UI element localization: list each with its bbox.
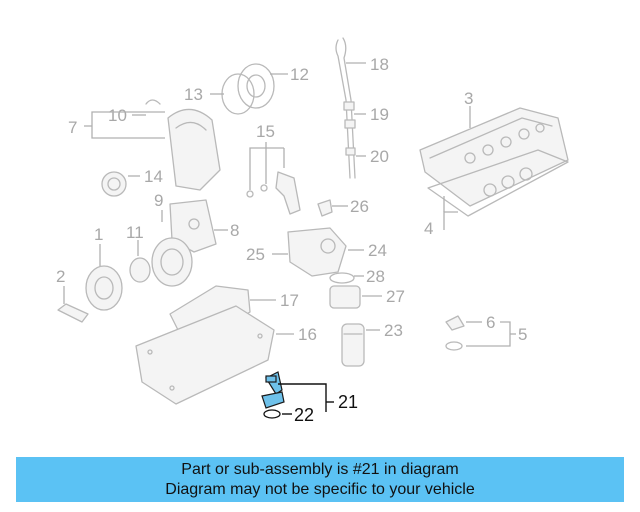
dipstick-assembly [335, 37, 356, 179]
sensor-plug [317, 199, 333, 217]
camshaft-sprocket [221, 63, 275, 115]
info-banner: Part or sub-assembly is #21 in diagram D… [16, 457, 624, 502]
callout-11: 11 [126, 223, 144, 242]
callout-25: 25 [246, 245, 265, 264]
callout-23: 23 [384, 321, 403, 340]
engine-parts-diagram: 18 19 20 3 4 12 13 10 7 [56, 37, 569, 425]
pulley-bolt [57, 303, 89, 323]
belt-tensioner [246, 171, 301, 215]
callout-10: 10 [108, 106, 127, 125]
callout-1: 1 [94, 225, 103, 244]
oil-cooler [329, 285, 361, 309]
callout-20: 20 [370, 147, 389, 166]
banner-line-2: Diagram may not be specific to your vehi… [165, 481, 475, 498]
drain-plug [445, 315, 465, 351]
o-ring-22 [263, 409, 281, 419]
callout-17: 17 [280, 291, 299, 310]
oil-filter-housing [287, 227, 347, 277]
oil-pan [135, 305, 275, 405]
timing-belt-cover [145, 99, 221, 191]
camshaft-seal [129, 237, 193, 287]
callout-16: 16 [298, 325, 317, 344]
callout-22: 22 [294, 405, 314, 425]
callout-9: 9 [154, 191, 163, 210]
callout-6: 6 [486, 313, 495, 332]
callout-21: 21 [338, 392, 358, 412]
callout-8: 8 [230, 221, 239, 240]
callout-4: 4 [424, 219, 433, 238]
valve-cover-gasket [427, 149, 569, 217]
banner-line-1: Part or sub-assembly is #21 in diagram [181, 461, 459, 478]
callout-14: 14 [144, 167, 163, 186]
valve-cover [419, 107, 569, 207]
callout-27: 27 [386, 287, 405, 306]
callout-7: 7 [68, 118, 77, 137]
callout-19: 19 [370, 105, 389, 124]
idler-pulley [101, 171, 127, 197]
callout-5: 5 [518, 325, 527, 344]
callout-24: 24 [368, 241, 387, 260]
callout-28: 28 [366, 267, 385, 286]
rear-timing-cover [169, 199, 217, 253]
callout-3: 3 [464, 89, 473, 108]
oil-filter [341, 323, 365, 367]
highlighted-part-21 [261, 371, 285, 409]
housing-gasket [329, 272, 355, 284]
callout-18: 18 [370, 55, 389, 74]
callout-26: 26 [350, 197, 369, 216]
callout-15: 15 [256, 122, 275, 141]
callout-2: 2 [56, 267, 65, 286]
callout-13: 13 [184, 85, 203, 104]
callout-12: 12 [290, 65, 309, 84]
crankshaft-pulley [85, 265, 123, 311]
